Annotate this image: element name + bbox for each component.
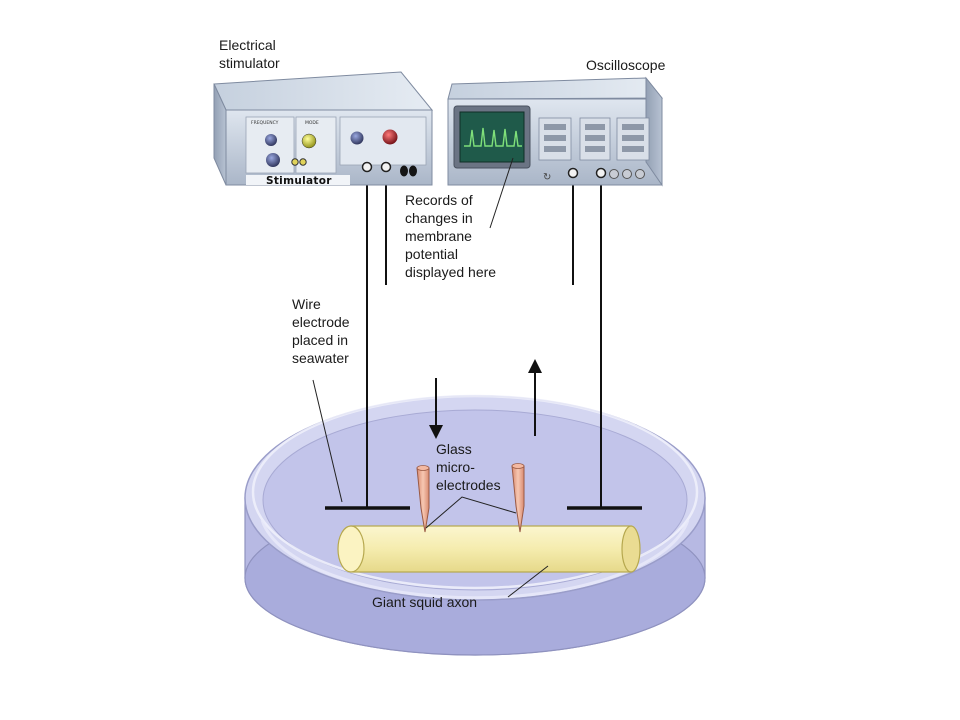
- frequency-knob-lower[interactable]: [266, 153, 280, 167]
- oscilloscope-ground-jack[interactable]: [595, 167, 607, 179]
- oscilloscope-probe-icon: ↻: [543, 172, 551, 183]
- oscilloscope-knob-1[interactable]: [609, 169, 619, 179]
- glass-microelectrodes-label: Glass micro- electrodes: [436, 441, 501, 493]
- oscilloscope-title: Oscilloscope: [586, 57, 666, 73]
- output-knob-red[interactable]: [382, 129, 398, 145]
- oscilloscope: ↻: [447, 76, 664, 187]
- oscilloscope-controls: [538, 117, 650, 161]
- direction-arrows: [429, 359, 542, 439]
- stimulator-ground-jack: [361, 161, 373, 173]
- mode-knob[interactable]: [301, 133, 317, 149]
- glass-microelectrode-left: [416, 465, 430, 533]
- membrane-potential-trace: [464, 127, 522, 147]
- giant-squid-axon-label: Giant squid axon: [372, 594, 477, 610]
- stimulator-panel-label: Stimulator: [266, 175, 332, 187]
- electrical-stimulator: FREQUENCY MODE Stimulator: [213, 71, 434, 187]
- stimulator-output-jack: [380, 161, 392, 173]
- oscilloscope-knob-2[interactable]: [622, 169, 632, 179]
- frequency-knob-upper[interactable]: [265, 134, 277, 146]
- power-switch: [400, 165, 408, 177]
- oscilloscope-knob-3[interactable]: [635, 169, 645, 179]
- output-knob-blue[interactable]: [350, 131, 364, 145]
- oscilloscope-input-jack[interactable]: [567, 167, 579, 179]
- wire-electrode-label: Wire electrode placed in seawater: [292, 296, 353, 366]
- giant-squid-axon: [337, 525, 641, 573]
- oscilloscope-screen: [459, 111, 525, 163]
- mode-jack-right: [299, 158, 307, 166]
- connecting-wires: [366, 172, 602, 508]
- mode-jack-left: [291, 158, 299, 166]
- records-label: Records of changes in membrane potential…: [405, 192, 496, 280]
- leader-lines: [312, 157, 549, 598]
- mode-knob-label: MODE: [305, 120, 319, 126]
- electrical-stimulator-title: Electrical stimulator: [219, 37, 280, 71]
- power-switch-2: [409, 165, 417, 177]
- frequency-knob-label: FREQUENCY: [251, 120, 279, 126]
- glass-microelectrode-right: [511, 463, 525, 533]
